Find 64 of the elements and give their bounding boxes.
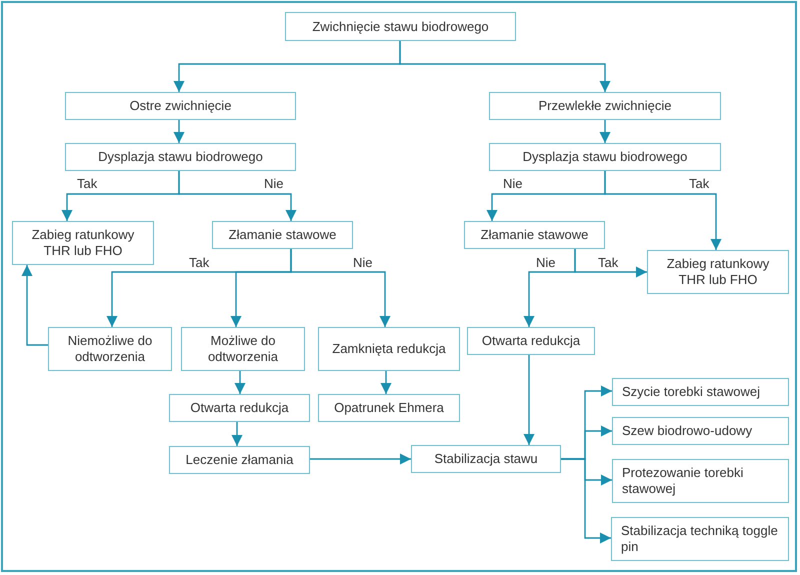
- box-label: Ostre zwichnięcie: [130, 98, 232, 114]
- arrow: [234, 371, 246, 394]
- process-box: [65, 92, 296, 120]
- edge-label: Nie: [502, 176, 524, 191]
- edge-label: Tak: [597, 255, 620, 270]
- arrow: [290, 249, 390, 327]
- box-label: Opatrunek Ehmera: [334, 400, 444, 416]
- process-box: [464, 221, 605, 249]
- box-label: Otwarta redukcja: [482, 333, 580, 349]
- box-label: Zwichnięcie stawu biodrowego: [312, 18, 489, 34]
- box-label: Przewlekłe zwichnięcie: [538, 98, 672, 114]
- box-label: Dysplazja stawu biodrowego: [98, 149, 263, 165]
- process-box: [611, 517, 789, 561]
- box-label: Zabieg ratunkowy THR lub FHO: [666, 256, 770, 288]
- arrow: [22, 265, 48, 346]
- box-label: Stabilizacja techniką toggle pin: [621, 523, 779, 555]
- process-box: [169, 394, 310, 422]
- process-box: [48, 327, 172, 371]
- box-label: Zabieg ratunkowy THR lub FHO: [30, 227, 136, 259]
- arrow: [232, 422, 242, 446]
- process-box: [612, 459, 789, 503]
- process-box: [65, 143, 296, 171]
- process-box: [318, 327, 460, 371]
- arrow: [380, 371, 392, 394]
- process-box: [12, 221, 154, 265]
- box-label: Złamanie stawowe: [480, 227, 588, 243]
- process-box: [489, 143, 721, 171]
- box-label: Stabilizacja stawu: [434, 451, 538, 467]
- arrow: [600, 120, 610, 143]
- box-label: Leczenie złamania: [186, 452, 294, 468]
- box-label: Złamanie stawowe: [228, 227, 336, 243]
- edge-label: Nie: [263, 176, 285, 191]
- arrow: [524, 355, 534, 445]
- arrow: [604, 171, 722, 250]
- box-label: Zamknięta redukcja: [332, 341, 446, 357]
- arrow: [178, 171, 296, 221]
- process-box: [612, 378, 789, 406]
- edge-label: Nie: [535, 255, 557, 270]
- box-label: Niemożliwe do odtworzenia: [66, 333, 154, 365]
- arrow: [310, 454, 411, 464]
- process-box: [212, 221, 353, 249]
- process-box: [285, 12, 516, 41]
- box-label: Dysplazja stawu biodrowego: [522, 149, 688, 165]
- process-box: [612, 417, 789, 445]
- edge-label: Tak: [188, 255, 210, 270]
- box-label: Szycie torebki stawowej: [622, 384, 760, 400]
- process-box: [411, 445, 561, 473]
- arrow: [174, 120, 184, 143]
- edge-label: Tak: [688, 176, 710, 191]
- arrow: [399, 41, 610, 92]
- process-box: [647, 250, 789, 294]
- process-box: [489, 92, 721, 120]
- box-label: Szew biodrowo-udowy: [622, 423, 752, 439]
- box-label: Protezowanie torebki stawowej: [622, 465, 744, 497]
- process-box: [181, 327, 305, 371]
- box-label: Możliwe do odtworzenia: [206, 333, 280, 365]
- edge-label: Nie: [352, 255, 374, 270]
- process-box: [318, 394, 460, 422]
- process-box: [169, 446, 310, 474]
- arrow: [561, 458, 611, 544]
- process-box: [467, 327, 595, 355]
- arrow: [574, 249, 647, 278]
- box-label: Otwarta redukcja: [190, 400, 289, 416]
- edge-label: Tak: [76, 176, 98, 191]
